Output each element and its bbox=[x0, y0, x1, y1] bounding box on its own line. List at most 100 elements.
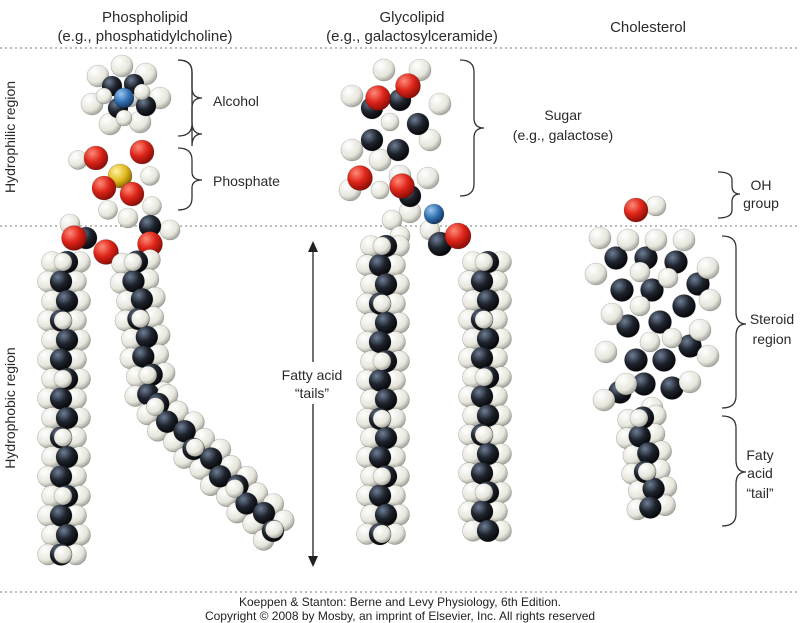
carbon-atom bbox=[386, 138, 410, 162]
carbon-atom bbox=[470, 346, 494, 370]
carbon-atom bbox=[374, 388, 398, 411]
carbon-atom bbox=[49, 387, 73, 410]
hydrogen-atom bbox=[98, 200, 118, 220]
carbon-atom bbox=[616, 314, 640, 338]
nitrogen-atom bbox=[423, 203, 445, 225]
oxygen-atom bbox=[444, 222, 472, 250]
carbon-atom bbox=[476, 442, 500, 466]
hydrogen-atom bbox=[53, 428, 73, 447]
hydrogen-atom bbox=[53, 486, 73, 506]
alcohol-brace bbox=[177, 59, 203, 147]
hydrogen-atom bbox=[372, 236, 392, 256]
hydrogen-atom bbox=[372, 409, 392, 429]
hydrogen-atom bbox=[146, 397, 165, 417]
sugar-label-line1: Sugar bbox=[544, 107, 582, 123]
carbon-atom bbox=[49, 465, 73, 488]
hydrogen-atom bbox=[592, 388, 616, 412]
hydrogen-atom bbox=[185, 438, 205, 457]
credit-line-2: Copyright © 2008 by Mosby, an imprint of… bbox=[205, 609, 595, 623]
hydrogen-atom bbox=[117, 207, 139, 229]
carbon-atom bbox=[374, 503, 398, 527]
nitrogen-atom bbox=[113, 87, 135, 109]
carbon-atom bbox=[55, 289, 79, 313]
oxygen-atom bbox=[623, 197, 649, 223]
steroid-region-label-line2: region bbox=[753, 331, 792, 347]
carbon-atom bbox=[470, 500, 494, 523]
hydrogen-atom bbox=[672, 228, 696, 252]
oxygen-atom bbox=[395, 73, 421, 99]
hydrogen-atom bbox=[474, 483, 494, 502]
hydrogen-atom bbox=[600, 302, 624, 326]
hydrogen-atom bbox=[696, 256, 720, 280]
hydrogen-atom bbox=[53, 252, 73, 272]
carbon-atom bbox=[368, 484, 392, 507]
hydrogen-atom bbox=[159, 219, 181, 241]
carbon-atom bbox=[476, 327, 500, 351]
oh-group-label-line2: group bbox=[743, 195, 779, 211]
hydrophobic-region-label: Hydrophobic region bbox=[2, 347, 18, 468]
carbon-atom bbox=[208, 464, 232, 488]
hydrogen-atom bbox=[372, 467, 392, 486]
tails-arrow-head-up bbox=[308, 241, 318, 252]
oxygen-atom bbox=[119, 181, 145, 207]
carbon-atom bbox=[360, 128, 384, 152]
faty-acid-tail-brace bbox=[721, 415, 747, 527]
oxygen-atom bbox=[389, 173, 415, 199]
hydrogen-atom bbox=[644, 228, 668, 252]
hydrogen-atom bbox=[428, 92, 452, 116]
sugar-label-line2: (e.g., galactose) bbox=[513, 127, 613, 143]
steroid-region-label-line1: Steroid bbox=[750, 311, 794, 327]
tails-arrow-head-down bbox=[308, 556, 318, 567]
cholesterol-title: Cholesterol bbox=[610, 19, 686, 36]
oxygen-atom bbox=[365, 85, 391, 111]
carbon-atom bbox=[640, 278, 664, 302]
hydrogen-atom bbox=[418, 128, 442, 152]
hydrogen-atom bbox=[372, 294, 392, 313]
faty-acid-tail-label-line2: acid bbox=[747, 465, 773, 481]
carbon-atom bbox=[173, 419, 196, 443]
carbon-atom bbox=[604, 246, 628, 270]
cholesterol-molecule bbox=[584, 195, 722, 521]
fatty-acid-tails-label-line1: Fatty acid bbox=[282, 367, 343, 383]
hydrogen-atom bbox=[645, 195, 667, 217]
hydrogen-atom bbox=[657, 267, 679, 289]
carbon-atom bbox=[55, 328, 79, 352]
phospholipid-title: Phospholipid bbox=[102, 9, 188, 26]
carbon-atom bbox=[49, 504, 73, 527]
phospholipid-example: (e.g., phosphatidylcholine) bbox=[57, 28, 232, 45]
carbon-atom bbox=[235, 492, 258, 515]
glycolipid-title: Glycolipid bbox=[379, 9, 444, 26]
hydrogen-atom bbox=[53, 369, 73, 389]
carbon-atom bbox=[135, 325, 159, 349]
hydrogen-atom bbox=[142, 196, 162, 216]
carbon-atom bbox=[368, 330, 392, 354]
carbon-atom bbox=[374, 273, 398, 296]
hydrogen-atom bbox=[110, 54, 134, 78]
carbon-atom bbox=[648, 310, 672, 334]
hydrogen-atom bbox=[614, 372, 638, 396]
glycolipid-example: (e.g., galactosylceramide) bbox=[326, 28, 498, 45]
carbon-atom bbox=[476, 289, 500, 312]
hydrogen-atom bbox=[133, 83, 151, 101]
oh-group-brace bbox=[717, 171, 741, 219]
hydrogen-atom bbox=[629, 408, 649, 428]
hydrogen-atom bbox=[616, 228, 640, 252]
glycolipid-molecule bbox=[338, 58, 512, 546]
phosphate-label: Phosphate bbox=[213, 173, 280, 189]
hydrogen-atom bbox=[265, 520, 284, 539]
oxygen-atom bbox=[83, 145, 109, 171]
carbon-atom bbox=[652, 348, 676, 372]
carbon-atom bbox=[476, 519, 500, 543]
hydrogen-atom bbox=[637, 462, 657, 481]
hydrogen-atom bbox=[372, 58, 396, 82]
hydrogen-atom bbox=[53, 311, 73, 330]
carbon-atom bbox=[368, 445, 392, 469]
carbon-atom bbox=[49, 270, 73, 293]
hydrogen-atom bbox=[115, 109, 133, 127]
carbon-atom bbox=[476, 404, 500, 427]
hydrogen-atom bbox=[340, 84, 364, 108]
hydrogen-atom bbox=[584, 262, 608, 286]
oh-group-label-line1: OH bbox=[751, 177, 772, 193]
credit-line-1: Koeppen & Stanton: Berne and Levy Physio… bbox=[239, 595, 561, 609]
